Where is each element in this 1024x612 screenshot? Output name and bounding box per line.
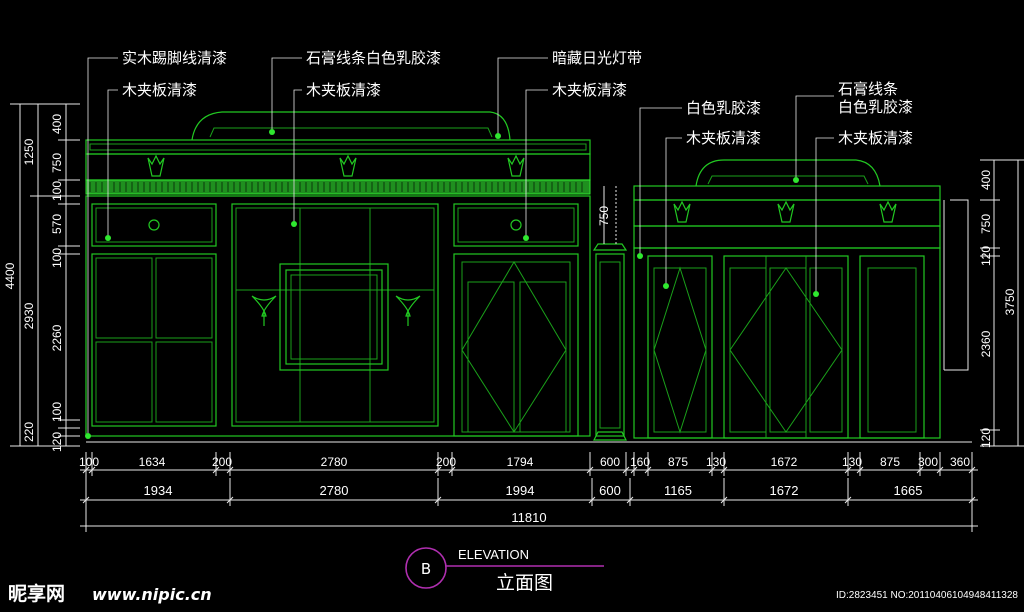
watermark-logo: 昵享网: [8, 582, 65, 605]
left-cornice-inner: [209, 127, 493, 138]
right-door-2: [723, 255, 849, 439]
dim-right-120a: 120: [979, 246, 993, 266]
dim-row1-6: 600: [600, 455, 620, 469]
title-elevation: ELEVATION: [458, 547, 529, 562]
bottom-dimensions: [80, 452, 978, 532]
left-section: [85, 111, 628, 441]
right-section: [633, 159, 969, 439]
label-plywood-5: 木夹板清漆: [838, 129, 913, 147]
dim-row1-5: 1794: [507, 455, 534, 469]
dim-row2-0: 1934: [144, 483, 173, 498]
column: [595, 253, 625, 437]
dim-row2-1: 2780: [320, 483, 349, 498]
right-door-3: [859, 255, 925, 439]
dim-row2-6: 1665: [894, 483, 923, 498]
label-gypsum-latex: 石膏线条白色乳胶漆: [306, 49, 441, 67]
left-crown-inner: [89, 143, 587, 151]
left-crown: [85, 139, 591, 155]
ornament-5: [777, 200, 795, 223]
dim-left-400: 400: [50, 114, 64, 134]
dim-right-total: 3750: [1003, 288, 1017, 315]
dim-row1-13: 300: [918, 455, 938, 469]
ornament-1: [147, 154, 165, 177]
dim-row2-2: 1994: [506, 483, 535, 498]
right-door-1: [647, 255, 713, 439]
title-marker-circle: [405, 547, 447, 589]
dim-row2-5: 1672: [770, 483, 799, 498]
dim-row1-2: 200: [212, 455, 232, 469]
dim-right-400: 400: [979, 170, 993, 190]
ornament-2: [339, 154, 357, 177]
drawer-right: [453, 203, 579, 247]
sconce-right: [395, 295, 421, 326]
dim-row1-4: 200: [436, 455, 456, 469]
dim-left-100c: 100: [50, 402, 64, 422]
dim-row1-3: 2780: [321, 455, 348, 469]
dim-left-570: 570: [50, 214, 64, 234]
dim-row1-9: 130: [706, 455, 726, 469]
dim-row1-8: 875: [668, 455, 688, 469]
dim-left-1250: 1250: [22, 138, 36, 165]
ornament-4: [673, 200, 691, 223]
label-hidden-light: 暗藏日光灯带: [552, 49, 642, 67]
label-plywood-1: 木夹板清漆: [122, 81, 197, 99]
title-cn: 立面图: [496, 572, 553, 594]
dim-left-750: 750: [50, 153, 64, 173]
mirror-frame: [279, 263, 389, 371]
dim-left-total: 4400: [3, 262, 17, 289]
left-body: [85, 195, 591, 437]
left-dentil-band: [85, 179, 591, 195]
title-marker: B: [421, 560, 431, 578]
dim-total: 11810: [511, 510, 546, 525]
dim-row2-3: 600: [599, 483, 621, 498]
dim-row1-0: 100: [79, 455, 99, 469]
watermark-id: ID:2823451 NO:20110406104948411328: [836, 590, 1018, 601]
drawer-left-knob: [148, 219, 160, 231]
right-band: [633, 225, 941, 249]
dim-left-220: 220: [22, 422, 36, 442]
ornament-3: [507, 154, 525, 177]
label-white-latex-2: 白色乳胶漆: [838, 98, 913, 116]
right-crown: [633, 185, 941, 201]
dim-right-120b: 120: [979, 428, 993, 448]
label-plywood-4: 木夹板清漆: [686, 129, 761, 147]
dim-left-120: 120: [50, 432, 64, 452]
side-panel: [943, 199, 969, 371]
dim-row1-1: 1634: [139, 455, 166, 469]
dim-mid-750: 750: [597, 206, 611, 226]
right-cornice-arch: [695, 159, 881, 187]
dim-row1-12: 875: [880, 455, 900, 469]
leaders: [85, 57, 834, 439]
center-panel: [231, 203, 439, 427]
dim-left-2930: 2930: [22, 302, 36, 329]
watermark-url: www.nipic.cn: [92, 585, 212, 604]
dim-row1-14: 360: [950, 455, 970, 469]
dim-left-100a: 100: [50, 181, 64, 201]
right-body: [633, 247, 941, 439]
label-gypsum-line: 石膏线条: [838, 80, 898, 98]
left-dimensions: [10, 103, 80, 447]
left-cornice-arch: [191, 111, 511, 141]
dim-row1-7: 160: [630, 455, 650, 469]
dim-left-2260: 2260: [50, 324, 64, 351]
dim-right-750: 750: [979, 214, 993, 234]
label-plywood-3: 木夹板清漆: [552, 81, 627, 99]
ornament-6: [879, 200, 897, 223]
sconce-left: [251, 295, 277, 326]
drawer-right-knob: [510, 219, 522, 231]
dim-row1-10: 1672: [771, 455, 798, 469]
right-dimensions: [980, 159, 1024, 447]
dim-row1-11: 130: [842, 455, 862, 469]
label-plywood-2: 木夹板清漆: [306, 81, 381, 99]
label-white-latex: 白色乳胶漆: [686, 99, 761, 117]
dim-right-2360: 2360: [979, 330, 993, 357]
door-right: [453, 253, 579, 437]
door-left: [91, 253, 217, 427]
label-baseboard: 实木踢脚线清漆: [122, 49, 227, 67]
dim-left-100b: 100: [50, 248, 64, 268]
drawer-left: [91, 203, 217, 247]
dim-row2-4: 1165: [664, 483, 692, 498]
